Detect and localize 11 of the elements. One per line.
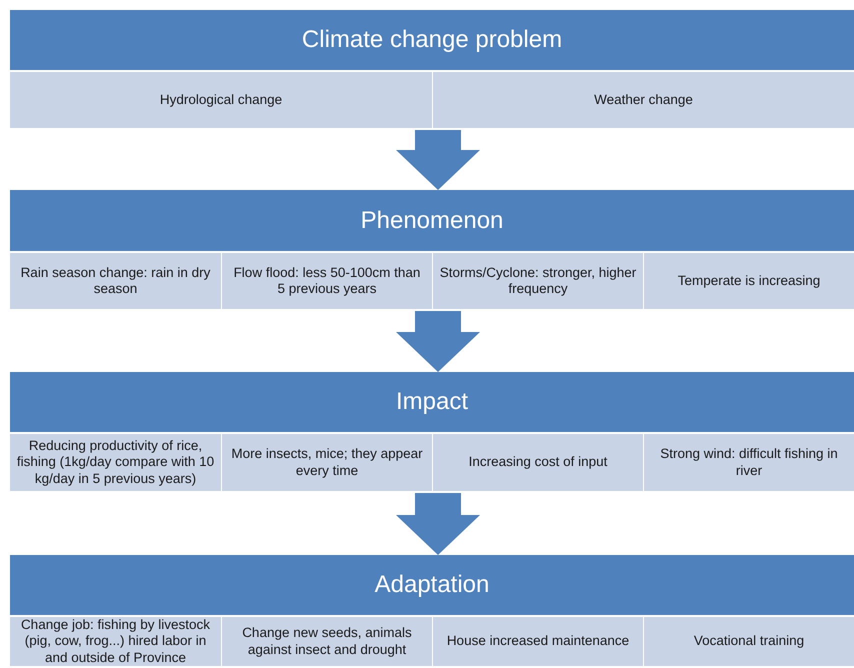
section-panel — [10, 10, 854, 128]
section-heading: Adaptation — [10, 555, 854, 617]
block-arrow — [396, 130, 480, 190]
section-panel — [10, 190, 854, 309]
section-heading: Climate change problem — [10, 10, 854, 72]
section-panel — [10, 372, 854, 491]
block-arrow — [396, 493, 480, 555]
block-arrow — [396, 311, 480, 372]
section-heading: Phenomenon — [10, 190, 854, 253]
section-panel — [10, 555, 854, 666]
section-heading: Impact — [10, 372, 854, 434]
